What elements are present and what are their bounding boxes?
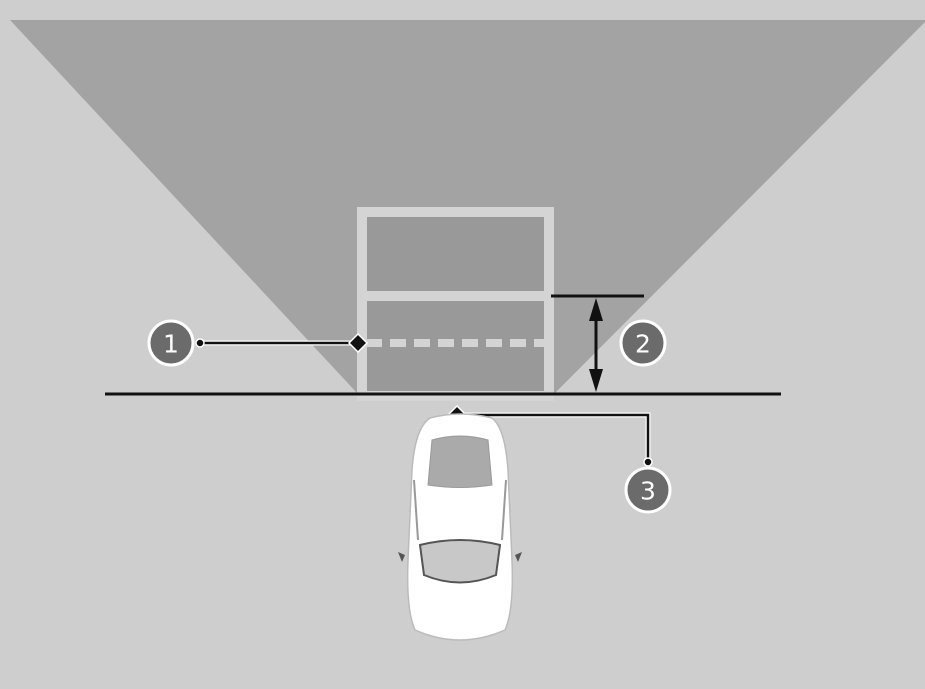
callout-3-label: 3 [640,477,656,506]
leader-line-1 [195,332,369,354]
callout-2: 2 [619,319,667,367]
distance-indicator [551,294,644,392]
parking-space [357,207,554,401]
detection-zone [10,20,925,393]
callout-2-label: 2 [635,330,651,359]
callout-1-label: 1 [163,330,179,359]
callout-3: 3 [624,466,672,514]
car [398,413,522,641]
callout-1: 1 [147,319,195,367]
